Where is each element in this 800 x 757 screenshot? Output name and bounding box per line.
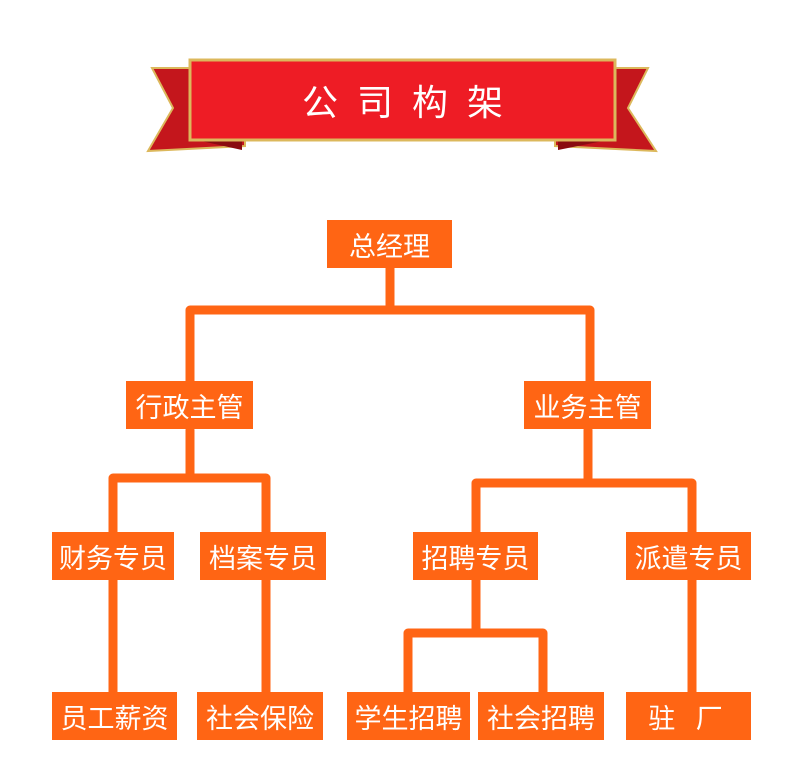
node-general-manager: 总经理 <box>327 220 452 268</box>
connector-recruit-branches <box>403 628 548 697</box>
node-business-supervisor: 业务主管 <box>524 381 651 429</box>
connector-gm-branches <box>185 305 595 386</box>
node-social-recruitment: 社会招聘 <box>478 692 604 740</box>
diagram-title: 公司构架 <box>301 83 522 124</box>
node-employee-salary: 员工薪资 <box>52 692 177 740</box>
node-archive-specialist: 档案专员 <box>200 532 326 580</box>
connector-admin-branches <box>108 473 271 537</box>
node-recruitment-specialist: 招聘专员 <box>413 532 538 580</box>
ribbon-left-fold <box>192 139 242 150</box>
node-finance-specialist: 财务专员 <box>52 532 174 580</box>
ribbon-right-fold <box>558 139 613 150</box>
node-student-recruitment: 学生招聘 <box>347 692 470 740</box>
ribbon-banner <box>188 58 617 142</box>
node-admin-supervisor: 行政主管 <box>126 381 253 429</box>
connector-business-branches <box>471 478 697 537</box>
node-social-insurance: 社会保险 <box>197 692 323 740</box>
node-onsite: 驻 厂 <box>626 692 751 740</box>
node-dispatch-specialist: 派遣专员 <box>626 532 751 580</box>
